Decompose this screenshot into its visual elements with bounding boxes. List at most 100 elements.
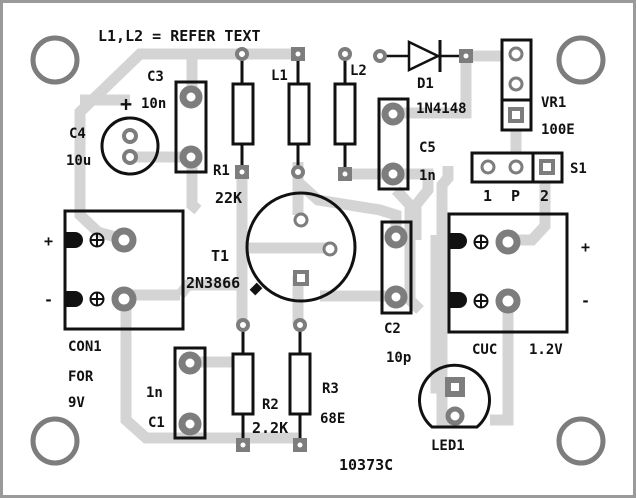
component-s1: S1 1 P 2	[470, 151, 587, 205]
r2-value: 2.2K	[252, 419, 288, 437]
l1-ref: L1	[271, 68, 288, 84]
trace	[490, 300, 514, 426]
trace	[392, 56, 472, 119]
component-c4: + C4 10u	[66, 92, 160, 176]
mounting-hole	[556, 416, 606, 466]
pad	[384, 225, 408, 249]
r1-ref: R1	[213, 163, 230, 179]
trace	[120, 300, 298, 444]
component-c3: C3 10n	[141, 69, 208, 174]
board-id: 10373C	[339, 456, 393, 474]
component-c1: 1n C1	[146, 346, 207, 440]
component-l1: L1	[271, 47, 311, 179]
pad	[338, 47, 352, 61]
screw-icon	[473, 234, 489, 250]
r2-ref: R2	[262, 397, 279, 413]
title-note: L1,L2 = REFER TEXT	[98, 27, 261, 45]
pad	[445, 406, 465, 426]
screw-icon	[89, 232, 105, 248]
led1-ref: LED1	[431, 438, 465, 454]
pad	[373, 49, 387, 63]
pad	[178, 351, 202, 375]
pad	[293, 318, 307, 332]
s1-ref: S1	[570, 161, 587, 177]
trace	[74, 48, 298, 246]
component-c2: C2 10p	[380, 220, 413, 366]
r1-value: 22K	[215, 189, 242, 207]
mounting-hole	[30, 35, 80, 85]
pad	[236, 318, 250, 332]
c1-value: 1n	[146, 385, 163, 401]
con1-note-1: FOR	[68, 369, 94, 385]
c5-ref: C5	[419, 140, 436, 156]
c2-ref: C2	[384, 321, 401, 337]
pad	[480, 159, 496, 175]
component-r2: R2 2.2K	[231, 318, 288, 452]
mounting-holes	[30, 35, 606, 466]
vr1-ref: VR1	[541, 95, 566, 111]
component-cuc: + - CUC 1.2V	[447, 212, 590, 358]
vr1-value: 100E	[541, 122, 575, 138]
pad	[508, 159, 524, 175]
pad	[322, 241, 338, 257]
pad	[178, 412, 202, 436]
component-c5: C5 1n	[377, 97, 436, 191]
component-d1: D1 1N4148	[373, 40, 473, 117]
r3-ref: R3	[322, 381, 339, 397]
screw-icon	[89, 291, 105, 307]
t1-ref: T1	[211, 247, 229, 265]
d1-ref: D1	[417, 76, 434, 92]
c4-ref: C4	[69, 126, 86, 142]
mounting-hole	[556, 35, 606, 85]
c5-value: 1n	[419, 168, 436, 184]
c1-ref: C1	[148, 415, 165, 431]
con1-ref: CON1	[68, 339, 102, 355]
c4-value: 10u	[66, 153, 91, 169]
mounting-hole	[30, 416, 80, 466]
component-vr1: VR1 100E	[500, 38, 575, 138]
screw-icon	[473, 293, 489, 309]
pad	[384, 285, 408, 309]
pad	[508, 76, 524, 92]
r3-value: 68E	[320, 411, 345, 427]
component-con1: + - CON1 FOR 9V	[44, 209, 185, 411]
c3-value: 10n	[141, 96, 166, 112]
pad	[381, 162, 405, 186]
con1-note-2: 9V	[68, 395, 85, 411]
d1-value: 1N4148	[416, 101, 467, 117]
cuc-minus: -	[581, 292, 590, 310]
con1-minus: -	[44, 291, 53, 309]
l2-ref: L2	[350, 63, 367, 79]
t1-value: 2N3866	[186, 274, 240, 292]
pad	[179, 85, 203, 109]
pad	[495, 288, 521, 314]
component-r3: R3 68E	[288, 318, 345, 452]
s1-pin-1: 1	[483, 187, 492, 205]
pad	[291, 165, 305, 179]
pad	[235, 47, 249, 61]
s1-pin-2: 2	[540, 187, 549, 205]
pad	[111, 227, 137, 253]
pad	[111, 286, 137, 312]
pad	[508, 46, 524, 62]
pad	[293, 212, 309, 228]
c3-ref: C3	[147, 69, 164, 85]
trace	[392, 168, 434, 240]
s1-pin-p: P	[511, 187, 520, 205]
component-r1: R1 22K	[213, 47, 255, 207]
pad	[495, 229, 521, 255]
cuc-plus: +	[581, 238, 590, 256]
pad	[122, 128, 138, 144]
pad	[179, 145, 203, 169]
c4-polarity: +	[120, 92, 132, 116]
cuc-value: 1.2V	[529, 342, 563, 358]
con1-plus: +	[44, 232, 53, 250]
pad	[122, 149, 138, 165]
pad	[381, 102, 405, 126]
component-led1: LED1	[418, 363, 491, 454]
component-l2: L2	[333, 47, 367, 181]
c2-value: 10p	[386, 350, 411, 366]
component-t1: T1 2N3866	[186, 191, 357, 303]
cuc-ref: CUC	[472, 342, 497, 358]
